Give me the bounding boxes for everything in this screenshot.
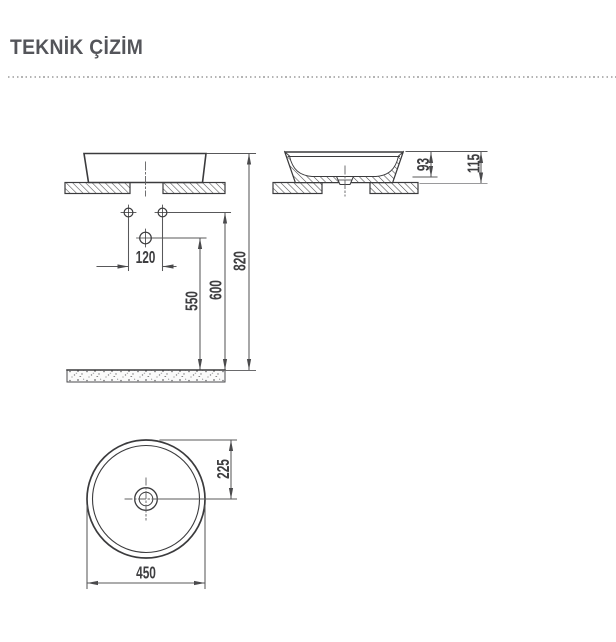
dim-label-diameter: 450 — [136, 563, 156, 583]
drain-outlet-hole — [136, 228, 155, 248]
dim-diameter — [86, 505, 206, 590]
top-view: 225 450 — [86, 439, 238, 590]
dim-label-basin-height: 115 — [464, 154, 484, 173]
floor — [66, 369, 256, 383]
basin-front-outline — [83, 152, 207, 184]
water-supply-hole-right — [154, 204, 171, 221]
dim-bowl-depth — [405, 150, 488, 178]
side-countertop-right — [369, 181, 419, 195]
dim-label-center-offset: 225 — [214, 459, 234, 479]
dim-label-drain-height: 550 — [182, 291, 202, 311]
page-title: TEKNİK ÇİZİM — [10, 36, 144, 59]
dotted-separator — [8, 76, 616, 79]
countertop-right-section — [162, 181, 226, 195]
dim-label-rim-height: 820 — [230, 251, 250, 271]
countertop-left-section — [64, 181, 131, 195]
dim-label-supply-height: 600 — [206, 280, 226, 300]
dim-drain-height — [151, 237, 207, 371]
dim-label-bowl-depth: 93 — [414, 158, 434, 171]
basin-wall-section — [284, 150, 404, 183]
water-supply-hole-left — [120, 204, 137, 221]
dim-label-faucet-spacing: 120 — [136, 248, 156, 268]
dim-center-offset — [159, 439, 238, 500]
front-view: 120 550 600 820 — [64, 152, 257, 383]
dim-supply-height — [168, 211, 232, 371]
dim-rim-height — [206, 152, 257, 371]
dim-basin-height — [419, 151, 488, 185]
side-view: 93 115 — [272, 150, 488, 197]
side-countertop-left — [272, 181, 323, 195]
dim-faucet-spacing — [96, 218, 177, 272]
